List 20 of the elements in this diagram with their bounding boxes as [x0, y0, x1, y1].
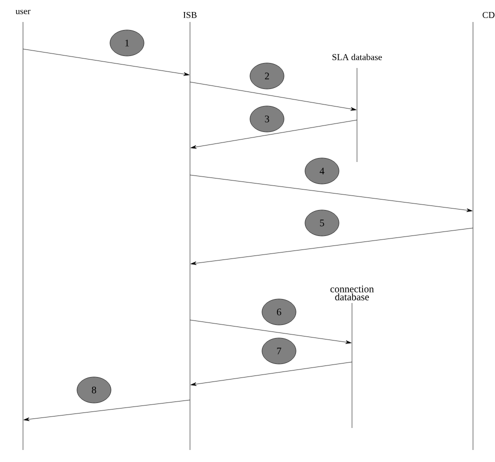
step-number: 4 [304, 158, 340, 184]
step-number: 1 [110, 30, 144, 56]
arrow [190, 174, 472, 212]
step-number: 8 [76, 376, 112, 404]
arrow [190, 82, 356, 111]
step-number: 6 [262, 298, 296, 326]
arrow [190, 120, 358, 149]
arrow [190, 228, 474, 265]
arrow [190, 320, 352, 344]
step-number: 5 [304, 210, 340, 236]
arrow [22, 48, 190, 76]
lifeline: connection database [330, 286, 374, 428]
arrow [190, 362, 352, 386]
lifeline: CD [472, 12, 494, 450]
step-number: 2 [250, 62, 284, 90]
step-number: 3 [250, 106, 284, 132]
step-number: 7 [262, 338, 296, 364]
lifeline: ISB [183, 12, 197, 450]
arrow [24, 400, 190, 422]
lifeline: user [16, 10, 30, 450]
